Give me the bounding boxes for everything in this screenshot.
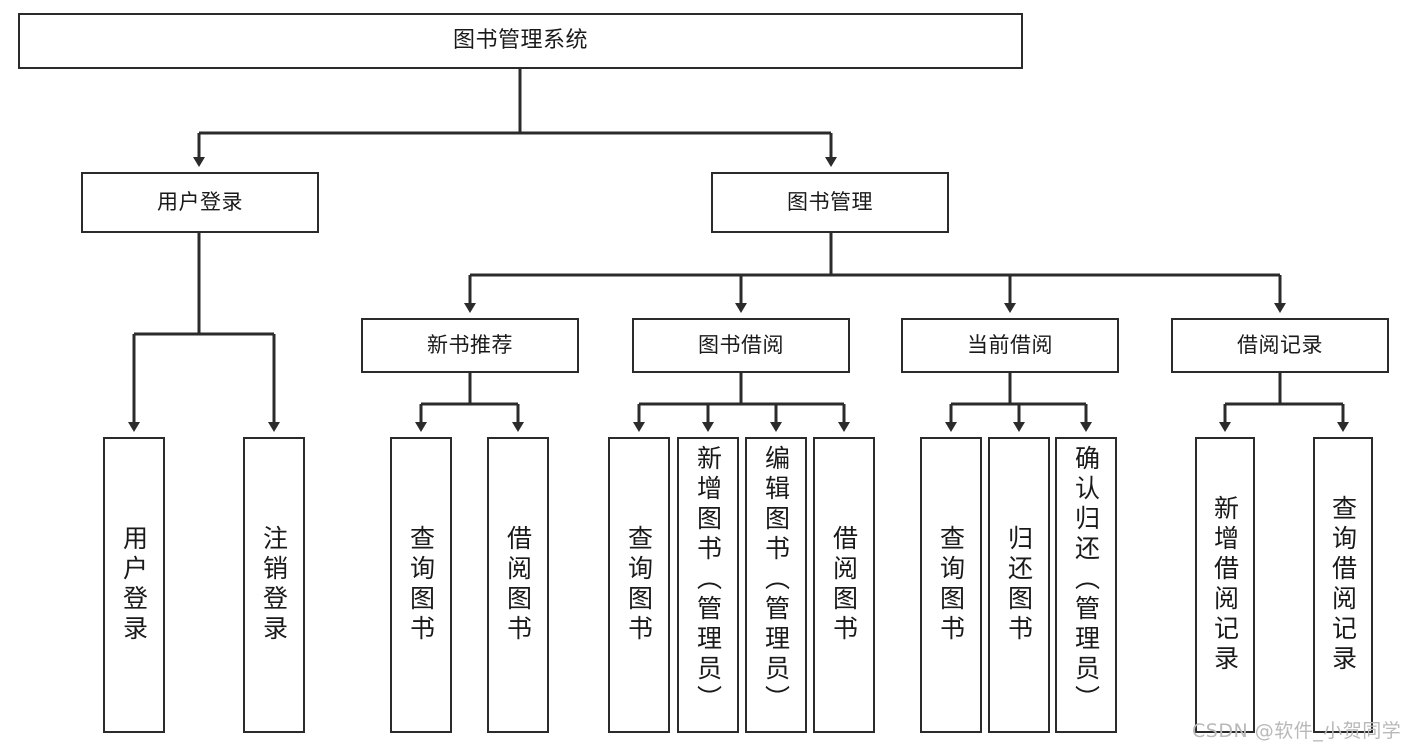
node-leaf-query-book-2[interactable]: 查询图书 (608, 437, 670, 733)
node-leaf-borrow-book-2[interactable]: 借阅图书 (813, 437, 875, 733)
node-book-borrow[interactable]: 图书借阅 (632, 318, 850, 373)
node-leaf-logout-label: 注销登录 (259, 525, 289, 645)
node-leaf-query-book-3-label: 查询图书 (936, 525, 966, 645)
node-book-manage-label: 图书管理 (787, 189, 873, 214)
node-leaf-user-login[interactable]: 用户登录 (103, 437, 165, 733)
node-book-borrow-label: 图书借阅 (698, 332, 784, 357)
node-new-book-rec[interactable]: 新书推荐 (361, 318, 579, 373)
node-user-login-label: 用户登录 (157, 189, 243, 214)
node-leaf-query-book-1[interactable]: 查询图书 (390, 437, 452, 733)
node-leaf-add-record-label: 新增借阅记录 (1210, 495, 1240, 675)
node-borrow-record[interactable]: 借阅记录 (1171, 318, 1389, 373)
node-leaf-edit-book-label: 编辑图书（管理员） (761, 445, 791, 715)
node-leaf-user-login-label: 用户登录 (119, 525, 149, 645)
node-leaf-return-book[interactable]: 归还图书 (988, 437, 1050, 733)
node-leaf-query-book-2-label: 查询图书 (624, 525, 654, 645)
node-leaf-add-book[interactable]: 新增图书（管理员） (677, 437, 739, 733)
node-book-manage[interactable]: 图书管理 (711, 172, 949, 233)
node-leaf-borrow-book-2-label: 借阅图书 (829, 525, 859, 645)
node-new-book-rec-label: 新书推荐 (427, 332, 513, 357)
node-leaf-query-book-1-label: 查询图书 (406, 525, 436, 645)
node-leaf-borrow-book-1[interactable]: 借阅图书 (487, 437, 549, 733)
node-leaf-query-record-label: 查询借阅记录 (1328, 495, 1358, 675)
node-leaf-add-record[interactable]: 新增借阅记录 (1195, 437, 1255, 733)
node-leaf-confirm-return[interactable]: 确认归还（管理员） (1055, 437, 1117, 733)
node-user-login[interactable]: 用户登录 (81, 172, 319, 233)
node-leaf-edit-book[interactable]: 编辑图书（管理员） (745, 437, 807, 733)
node-leaf-return-book-label: 归还图书 (1004, 525, 1034, 645)
node-leaf-query-book-3[interactable]: 查询图书 (920, 437, 982, 733)
node-leaf-logout[interactable]: 注销登录 (243, 437, 305, 733)
node-leaf-query-record[interactable]: 查询借阅记录 (1313, 437, 1373, 733)
node-root[interactable]: 图书管理系统 (18, 13, 1023, 69)
node-current-borrow-label: 当前借阅 (967, 332, 1053, 357)
csdn-watermark: CSDN @软件_小贺同学 (1192, 720, 1402, 742)
node-root-label: 图书管理系统 (452, 27, 588, 53)
node-leaf-confirm-return-label: 确认归还（管理员） (1071, 445, 1101, 715)
node-current-borrow[interactable]: 当前借阅 (901, 318, 1119, 373)
node-leaf-add-book-label: 新增图书（管理员） (693, 445, 723, 715)
node-borrow-record-label: 借阅记录 (1237, 332, 1323, 357)
node-leaf-borrow-book-1-label: 借阅图书 (503, 525, 533, 645)
